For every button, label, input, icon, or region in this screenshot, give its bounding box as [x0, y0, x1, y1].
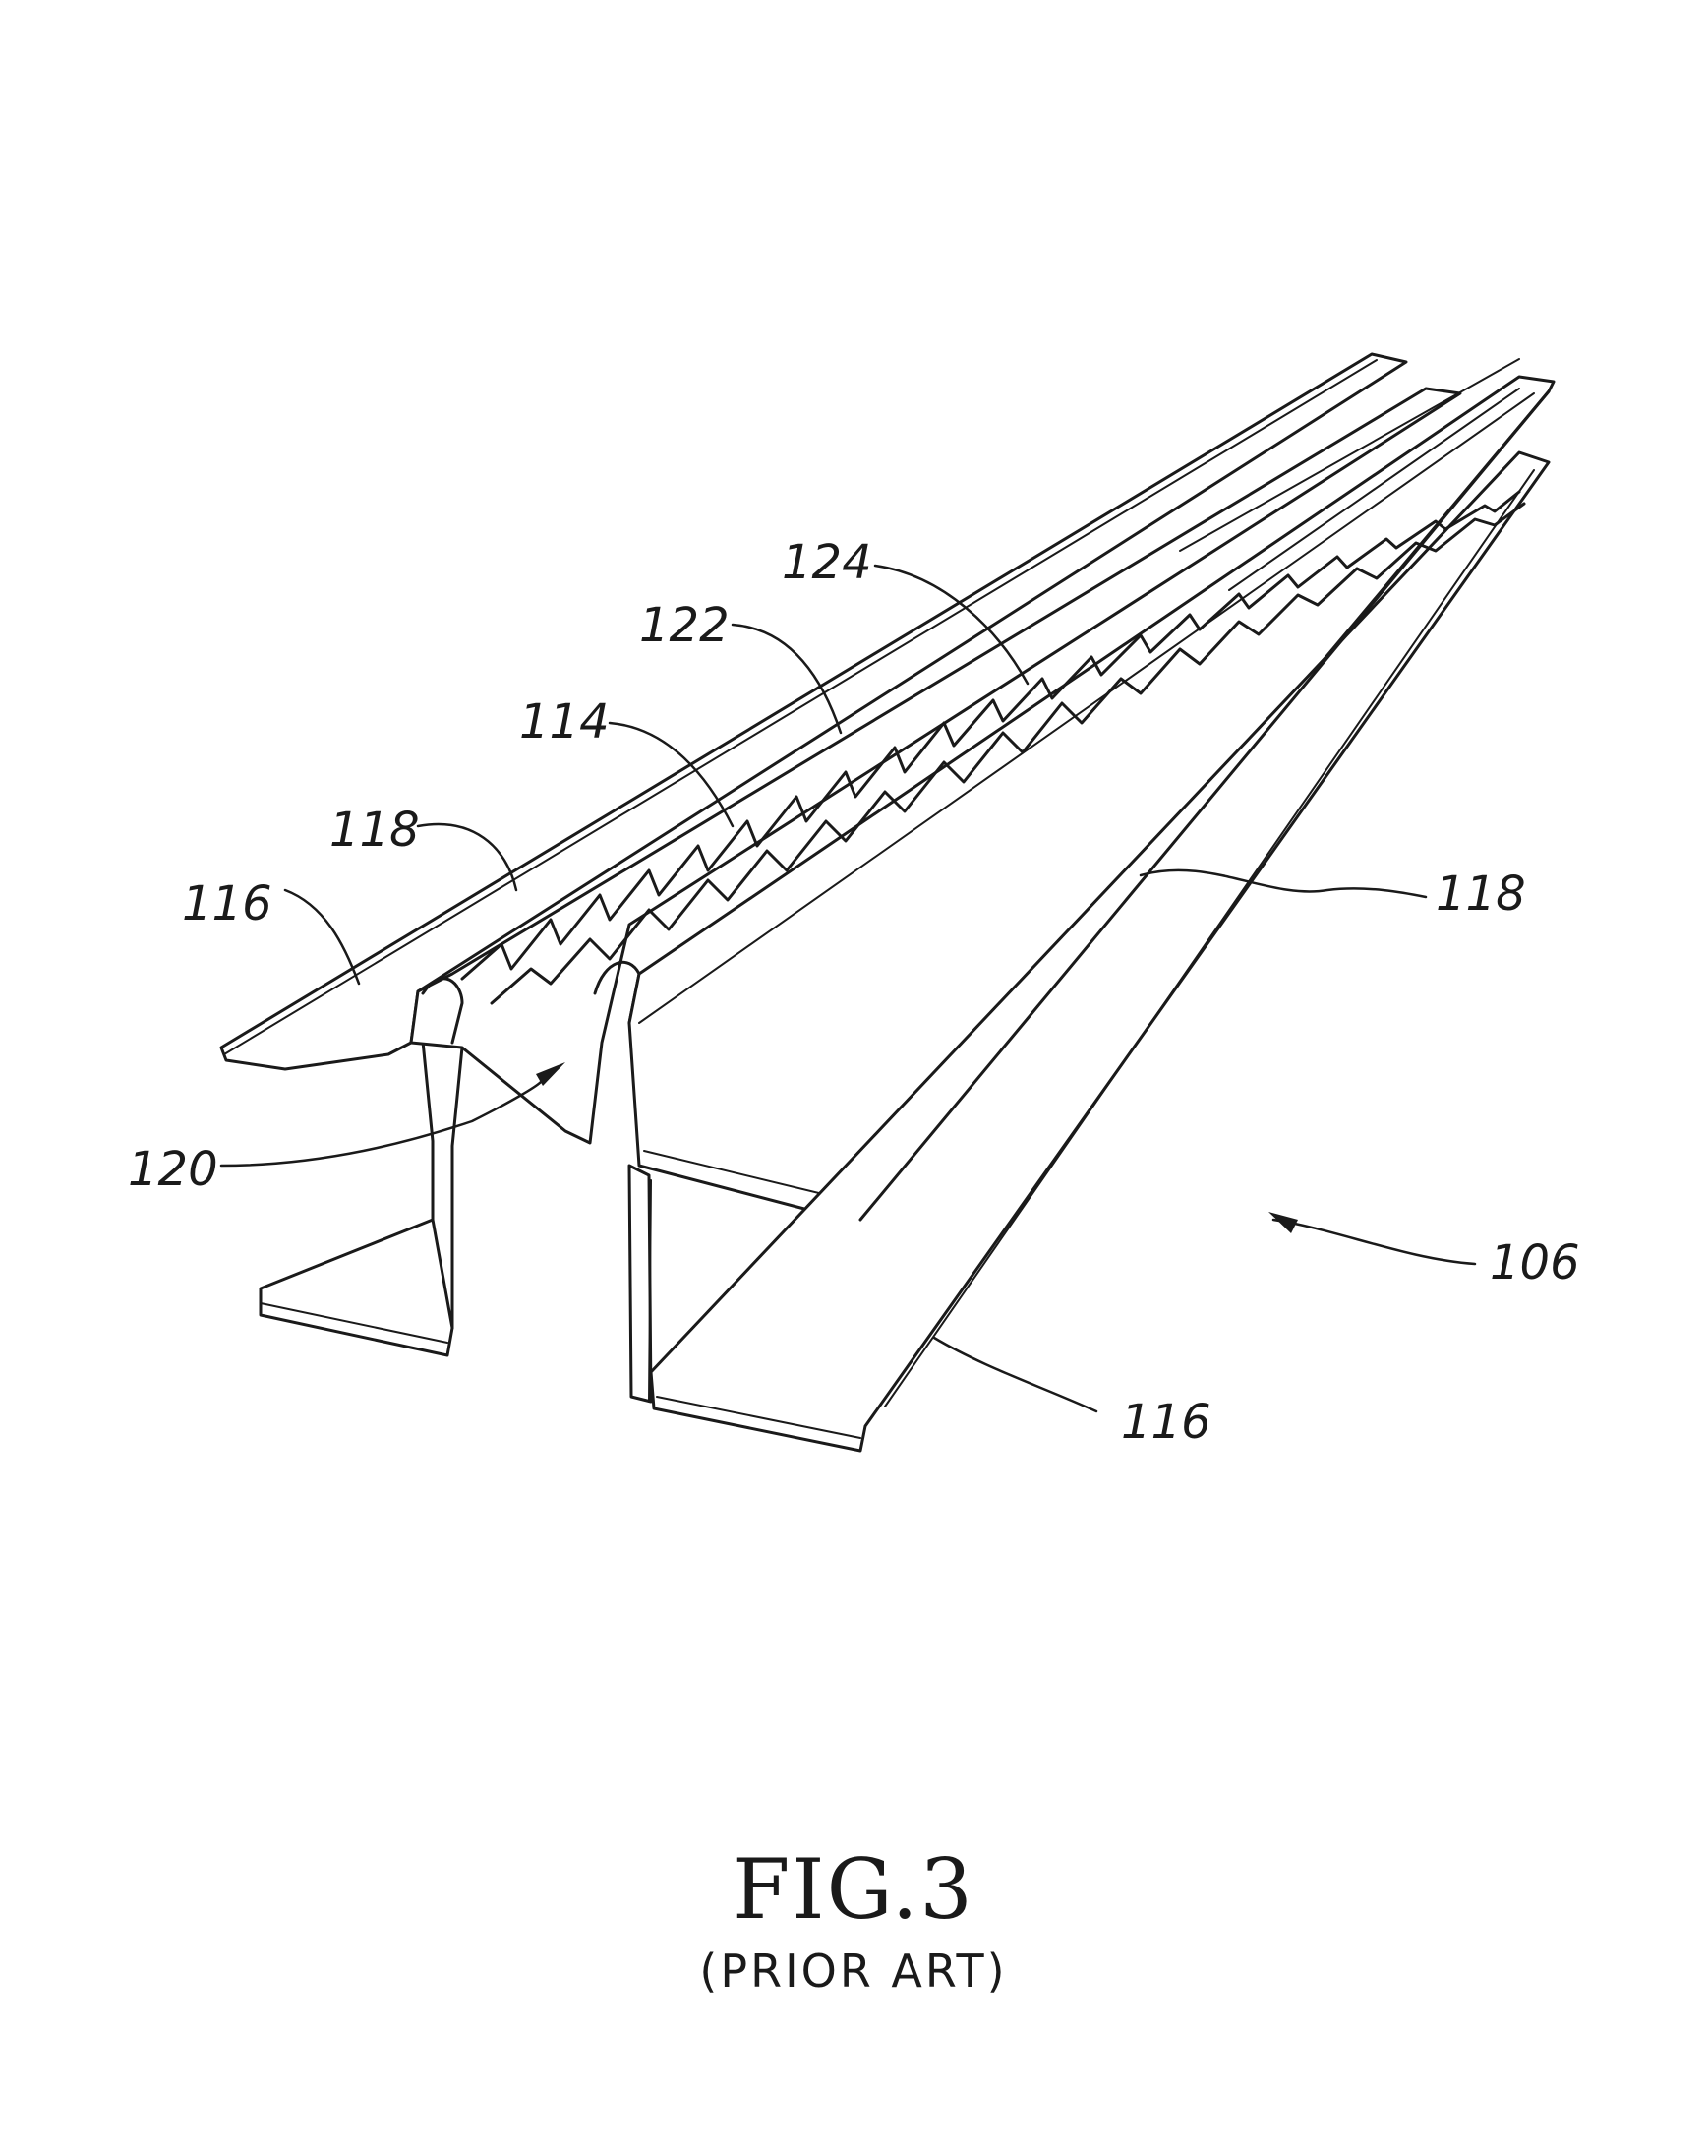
reference-labels: 116 118 114 122 124 118 120 106 116: [128, 535, 1580, 1450]
leader-122: [731, 623, 843, 735]
label-124: 124: [782, 535, 872, 590]
label-116-left: 116: [182, 876, 272, 931]
label-120: 120: [128, 1142, 218, 1197]
figure-subtitle: (PRIOR ART): [699, 1945, 1007, 1998]
arrowhead-106: [1268, 1212, 1298, 1233]
leader-116-bottom: [932, 1336, 1098, 1413]
leader-124: [873, 564, 1030, 686]
leader-106: [1271, 1218, 1477, 1266]
label-106: 106: [1490, 1235, 1580, 1290]
label-114: 114: [519, 694, 610, 749]
label-118-right: 118: [1436, 867, 1526, 922]
label-122: 122: [639, 598, 730, 653]
label-118-left: 118: [329, 803, 420, 858]
right-web: [627, 1164, 653, 1404]
corrugated-strip: [490, 502, 1526, 1005]
label-116-bottom: 116: [1121, 1395, 1211, 1450]
beam-assembly: [219, 352, 1556, 1453]
figure-title: FIG.3: [733, 1841, 974, 1938]
leader-118-right: [1139, 868, 1428, 899]
leader-114: [608, 721, 735, 828]
serrated-strip: [460, 490, 1521, 981]
leader-lines: [219, 564, 1477, 1413]
arrowhead-120: [536, 1062, 565, 1086]
figure-caption: FIG.3 (PRIOR ART): [699, 1841, 1007, 1998]
leader-120: [219, 1080, 543, 1168]
left-bottom-flange: [259, 1218, 454, 1357]
leader-116-left: [283, 888, 361, 986]
leader-118-left: [416, 822, 518, 892]
